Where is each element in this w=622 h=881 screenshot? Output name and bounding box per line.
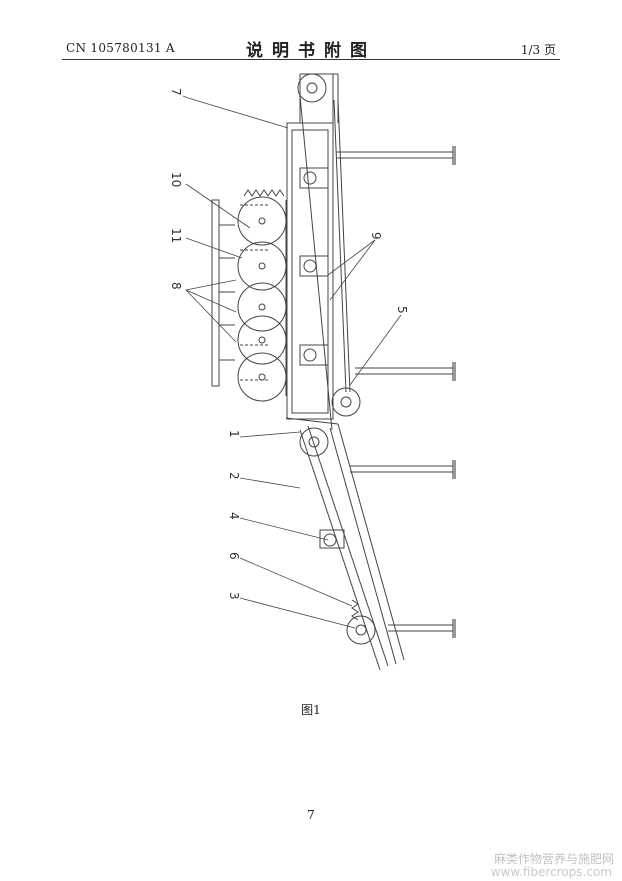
label-7: 7 xyxy=(169,88,183,96)
label-2: 2 xyxy=(227,472,241,480)
document-number: CN 105780131 A xyxy=(66,41,175,55)
page-number: 7 xyxy=(307,808,315,822)
inclined-conveyor xyxy=(285,417,405,671)
header-rule xyxy=(62,59,560,60)
label-5: 5 xyxy=(395,306,409,314)
label-10: 10 xyxy=(169,172,183,187)
label-1: 1 xyxy=(227,430,241,438)
label-3: 3 xyxy=(227,592,241,600)
brush-drums xyxy=(211,189,287,402)
figure-caption: 图1 xyxy=(301,703,321,717)
page-indicator: 1/3 页 xyxy=(520,43,556,57)
label-9: 9 xyxy=(369,232,383,240)
page-title: 说明书附图 xyxy=(246,41,376,61)
label-8: 8 xyxy=(169,282,183,290)
upper-rollers xyxy=(297,73,361,417)
leader-lines xyxy=(182,95,402,629)
reference-labels: 7 10 11 8 9 5 1 2 4 6 3 xyxy=(169,88,409,600)
label-11: 11 xyxy=(169,228,183,243)
support-legs xyxy=(336,146,456,638)
label-4: 4 xyxy=(227,512,241,520)
watermark-text: 麻类作物营养与施肥网 xyxy=(493,852,614,866)
label-6: 6 xyxy=(227,552,241,560)
watermark-url: www.fibercrops.com xyxy=(490,865,612,879)
upper-conveyor-frame xyxy=(286,73,351,431)
